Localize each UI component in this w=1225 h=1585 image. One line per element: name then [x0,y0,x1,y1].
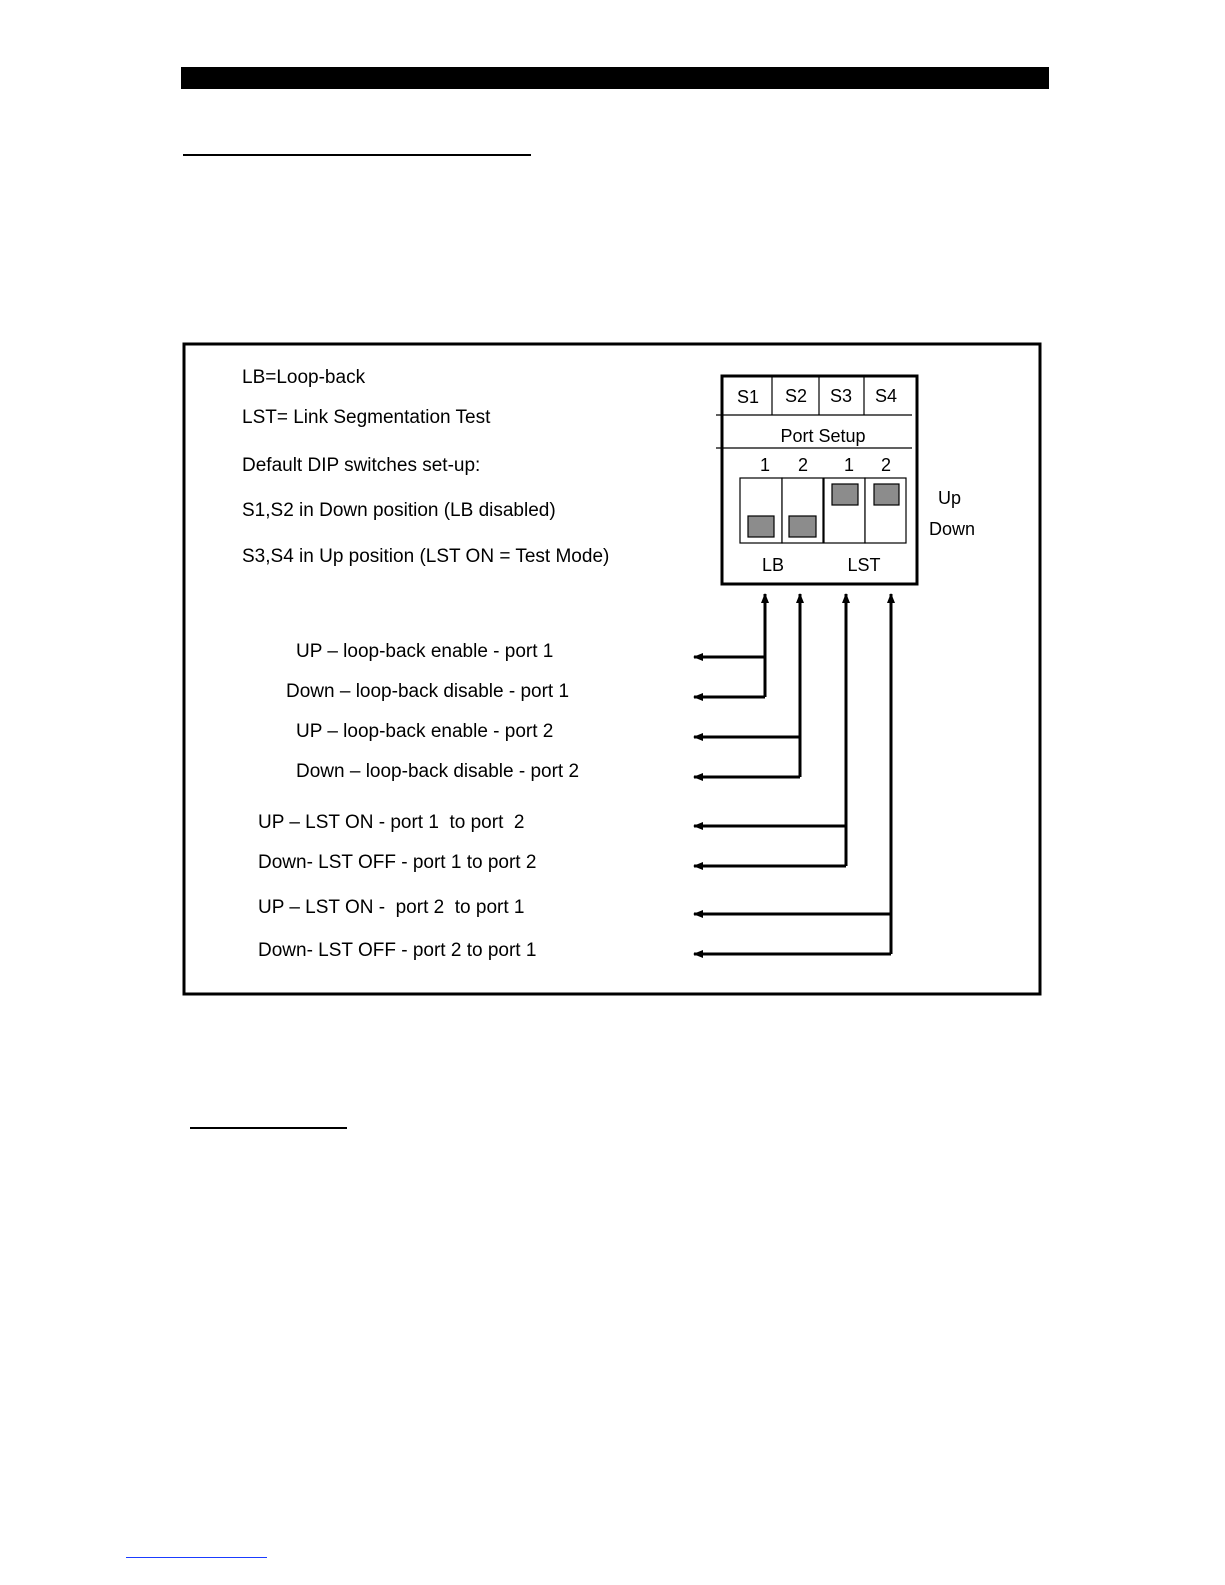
switch-knob-s2-down [788,515,817,538]
switch-label-s4: S4 [875,386,897,406]
group-label-lst: LST [847,555,880,575]
switch-label-s1: S1 [737,387,759,407]
port-number-lb-1: 1 [760,455,770,475]
legend-lb: LB=Loop-back [242,367,366,388]
description-s2-up: UP – loop-back enable - port 2 [296,721,553,742]
description-s3-up: UP – LST ON - port 1 to port 2 [258,812,524,833]
legend-default-title: Default DIP switches set-up: [242,455,480,476]
legend-lst: LST= Link Segmentation Test [242,407,491,428]
group-label-lb: LB [762,555,784,575]
header-bar [181,67,1049,89]
port-number-lst-2: 2 [881,455,891,475]
description-s4-down: Down- LST OFF - port 2 to port 1 [258,940,536,961]
diagram-frame [182,342,1042,996]
switch-label-s2: S2 [785,386,807,406]
up-position-label: Up [938,488,961,508]
port-number-lb-2: 2 [798,455,808,475]
description-s2-down: Down – loop-back disable - port 2 [296,761,579,782]
connector-lines [693,593,895,958]
subsection-heading-underline [190,1127,347,1129]
description-s4-up: UP – LST ON - port 2 to port 1 [258,897,524,918]
port-number-lst-1: 1 [844,455,854,475]
switch-knob-s3-up [831,483,859,506]
port-setup-title: Port Setup [780,426,865,446]
section-heading-underline [183,154,531,156]
switch-knob-s1-down [747,515,775,538]
description-s3-down: Down- LST OFF - port 1 to port 2 [258,852,536,873]
description-s1-down: Down – loop-back disable - port 1 [286,681,569,702]
footer-link-underline [126,1557,267,1558]
legend-default-s1-s2: S1,S2 in Down position (LB disabled) [242,500,556,521]
switch-knob-s4-up [873,483,900,506]
legend-default-s3-s4: S3,S4 in Up position (LST ON = Test Mode… [242,546,609,567]
switch-label-s3: S3 [830,386,852,406]
description-s1-up: UP – loop-back enable - port 1 [296,641,553,662]
dip-switch-block: S1 S2 S3 S4 Port Setup 1 2 1 2 LB LST [716,374,919,586]
down-position-label: Down [929,519,975,539]
